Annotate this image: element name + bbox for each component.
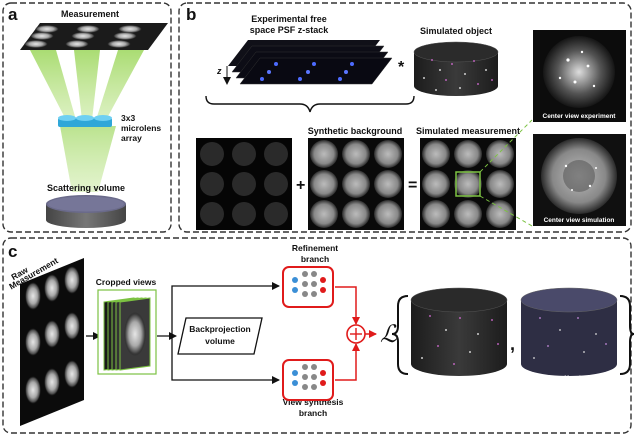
center-view-experiment	[533, 30, 626, 122]
backprojection-volume-box	[177, 317, 263, 355]
synthetic-background-label: Synthetic background	[308, 126, 403, 136]
backprojection-line2: volume	[205, 336, 235, 346]
psf-image	[196, 138, 292, 230]
loss-symbol: ℒ	[380, 320, 398, 348]
gt-volume	[410, 287, 508, 376]
raw-measurement-image	[20, 258, 84, 426]
arrow-view-to-sum	[335, 343, 360, 381]
prediction-volume	[520, 287, 618, 376]
cropped-views-stack	[97, 289, 157, 375]
simulated-object	[413, 41, 499, 96]
light-beams	[30, 50, 144, 192]
center-view-simulation-label: Center view simulation	[544, 217, 615, 224]
simulated-measurement-image	[420, 138, 516, 230]
backprojection-line1: Backprojection	[189, 324, 250, 334]
view-synthesis-network	[282, 359, 334, 401]
left-brace	[391, 295, 409, 375]
right-brace	[619, 295, 635, 375]
arrow-refinement-to-sum	[335, 286, 360, 325]
measurement-label: Measurement	[61, 9, 119, 19]
microlens-line3: array	[121, 133, 142, 143]
zoom-line-bottom	[479, 195, 533, 227]
simulated-measurement-label: Simulated measurement	[416, 126, 520, 136]
panel-a-letter: a	[8, 5, 18, 24]
scattering-volume-label: Scattering volume	[47, 183, 125, 193]
arrow-to-refinement	[171, 282, 280, 336]
cropped-views-label: Cropped views	[96, 277, 157, 287]
arrow-to-view-synthesis	[171, 336, 280, 384]
plus-symbol: +	[296, 177, 305, 194]
panel-b-letter: b	[186, 5, 196, 24]
convolution-brace	[205, 95, 415, 113]
view-synthesis-line1: View synthesis	[283, 397, 344, 407]
scattering-volume	[46, 195, 126, 228]
convolve-symbol: *	[398, 59, 405, 76]
prediction-label: Prediction	[545, 375, 594, 386]
view-synthesis-line2: branch	[299, 408, 327, 418]
microlens-line2: microlens	[121, 123, 161, 133]
refinement-network	[282, 266, 334, 308]
center-view-simulation	[533, 134, 626, 226]
refinement-line2: branch	[301, 254, 329, 264]
psf-z-stack	[228, 40, 393, 85]
panel-b-border	[178, 2, 632, 233]
panel-c-letter: c	[8, 242, 17, 261]
psf-label-line1: Experimental free	[251, 14, 327, 24]
microlens-array	[58, 115, 112, 127]
center-view-experiment-label: Center view experiment	[543, 113, 617, 120]
synthetic-background-image	[308, 138, 404, 230]
psf-label-line2: space PSF z-stack	[250, 25, 330, 35]
zoom-line-top	[479, 119, 533, 173]
measurement-sensor	[20, 23, 168, 50]
comma-separator: ,	[510, 334, 515, 354]
microlens-line1: 3x3	[121, 113, 135, 123]
z-axis-label: z	[216, 66, 222, 76]
gt-label: GT	[452, 375, 466, 386]
refinement-line1: Refinement	[292, 243, 338, 253]
simulated-object-label: Simulated object	[420, 26, 492, 36]
equals-symbol: =	[408, 177, 417, 194]
sum-node	[346, 324, 366, 344]
panel-a-border	[2, 2, 172, 233]
